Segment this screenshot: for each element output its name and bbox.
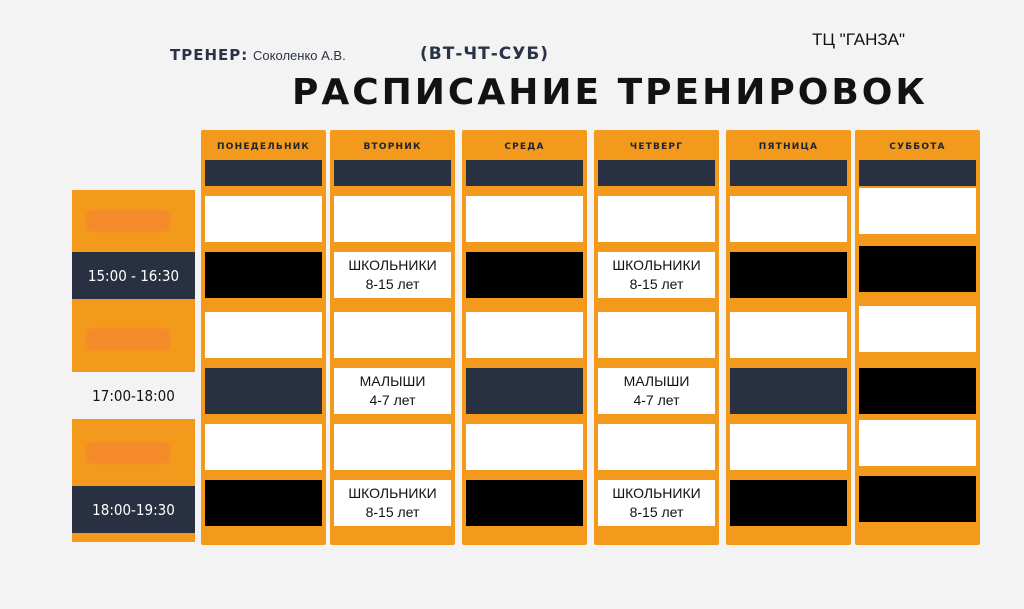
day-column-friday: ПЯТНИЦА — [726, 130, 851, 545]
session-cell: МАЛЫШИ 4-7 лет — [598, 368, 715, 414]
cell-redacted — [730, 480, 847, 526]
session-age: 8-15 лет — [365, 504, 420, 520]
cell-redacted — [205, 480, 322, 526]
session-group: ШКОЛЬНИКИ — [348, 485, 437, 501]
cell-redacted — [730, 252, 847, 298]
cell-empty — [598, 196, 715, 242]
day-column-thursday: ЧЕТВЕРГ ШКОЛЬНИКИ 8-15 лет МАЛЫШИ 4-7 ле… — [594, 130, 719, 545]
cell-empty — [205, 424, 322, 470]
cell-empty — [598, 312, 715, 358]
session-cell: ШКОЛЬНИКИ 8-15 лет — [598, 480, 715, 526]
day-header-bar — [598, 160, 715, 186]
session-group: МАЛЫШИ — [623, 373, 690, 389]
day-header: ЧЕТВЕРГ — [629, 142, 684, 152]
cell-empty — [859, 420, 976, 466]
trainer-name: Соколенко А.В. — [253, 48, 346, 63]
orange-placeholder — [86, 442, 170, 464]
day-header-bar — [466, 160, 583, 186]
cell-empty — [205, 368, 322, 414]
session-cell: ШКОЛЬНИКИ 8-15 лет — [598, 252, 715, 298]
session-age: 4-7 лет — [369, 392, 416, 408]
cell-empty — [334, 196, 451, 242]
training-days: (ВТ-ЧТ-СУБ) — [420, 44, 550, 64]
cell-empty — [859, 306, 976, 352]
venue-name: ТЦ "ГАНЗА" — [812, 30, 906, 49]
day-header: СУББОТА — [889, 142, 946, 152]
trainer-line: ТРЕНЕР: Соколенко А.В. — [170, 46, 346, 64]
session-group: ШКОЛЬНИКИ — [612, 485, 701, 501]
trainer-label: ТРЕНЕР: — [170, 46, 249, 64]
cell-empty — [730, 196, 847, 242]
session-cell: ШКОЛЬНИКИ 8-15 лет — [334, 252, 451, 298]
session-cell: МАЛЫШИ 4-7 лет — [334, 368, 451, 414]
day-column-monday: ПОНЕДЕЛЬНИК — [201, 130, 326, 545]
day-column-saturday: СУББОТА — [855, 130, 980, 545]
cell-redacted — [859, 368, 976, 414]
cell-empty — [598, 424, 715, 470]
day-header-bar — [859, 160, 976, 186]
cell-empty — [466, 312, 583, 358]
session-group: МАЛЫШИ — [359, 373, 426, 389]
session-group: ШКОЛЬНИКИ — [348, 257, 437, 273]
day-header-bar — [730, 160, 847, 186]
orange-placeholder — [86, 328, 170, 350]
cell-empty — [466, 424, 583, 470]
cell-redacted — [205, 252, 322, 298]
cell-redacted — [466, 480, 583, 526]
cell-redacted — [859, 476, 976, 522]
cell-empty — [334, 424, 451, 470]
time-slot-2: 17:00-18:00 — [72, 372, 195, 419]
day-header-bar — [334, 160, 451, 186]
time-slot-1: 15:00 - 16:30 — [72, 252, 195, 299]
day-column-tuesday: ВТОРНИК ШКОЛЬНИКИ 8-15 лет МАЛЫШИ 4-7 ле… — [330, 130, 455, 545]
cell-empty — [205, 196, 322, 242]
session-cell: ШКОЛЬНИКИ 8-15 лет — [334, 480, 451, 526]
cell-empty — [730, 424, 847, 470]
cell-empty — [334, 312, 451, 358]
session-group: ШКОЛЬНИКИ — [612, 257, 701, 273]
cell-empty — [730, 312, 847, 358]
cell-empty — [730, 368, 847, 414]
day-header-bar — [205, 160, 322, 186]
cell-empty — [205, 312, 322, 358]
session-age: 4-7 лет — [633, 392, 680, 408]
day-header: ПОНЕДЕЛЬНИК — [217, 142, 310, 152]
cell-redacted — [466, 252, 583, 298]
orange-placeholder — [86, 210, 170, 232]
cell-empty — [859, 188, 976, 234]
session-age: 8-15 лет — [629, 276, 684, 292]
day-header: ВТОРНИК — [363, 142, 422, 152]
cell-empty — [466, 368, 583, 414]
session-age: 8-15 лет — [629, 504, 684, 520]
day-column-wednesday: СРЕДА — [462, 130, 587, 545]
time-slot-3: 18:00-19:30 — [72, 486, 195, 533]
page-title: РАСПИСАНИЕ ТРЕНИРОВОК — [292, 72, 928, 113]
time-column: 15:00 - 16:30 17:00-18:00 18:00-19:30 — [72, 190, 195, 542]
cell-redacted — [859, 246, 976, 292]
day-header: СРЕДА — [504, 142, 545, 152]
session-age: 8-15 лет — [365, 276, 420, 292]
day-header: ПЯТНИЦА — [758, 142, 819, 152]
cell-empty — [466, 196, 583, 242]
